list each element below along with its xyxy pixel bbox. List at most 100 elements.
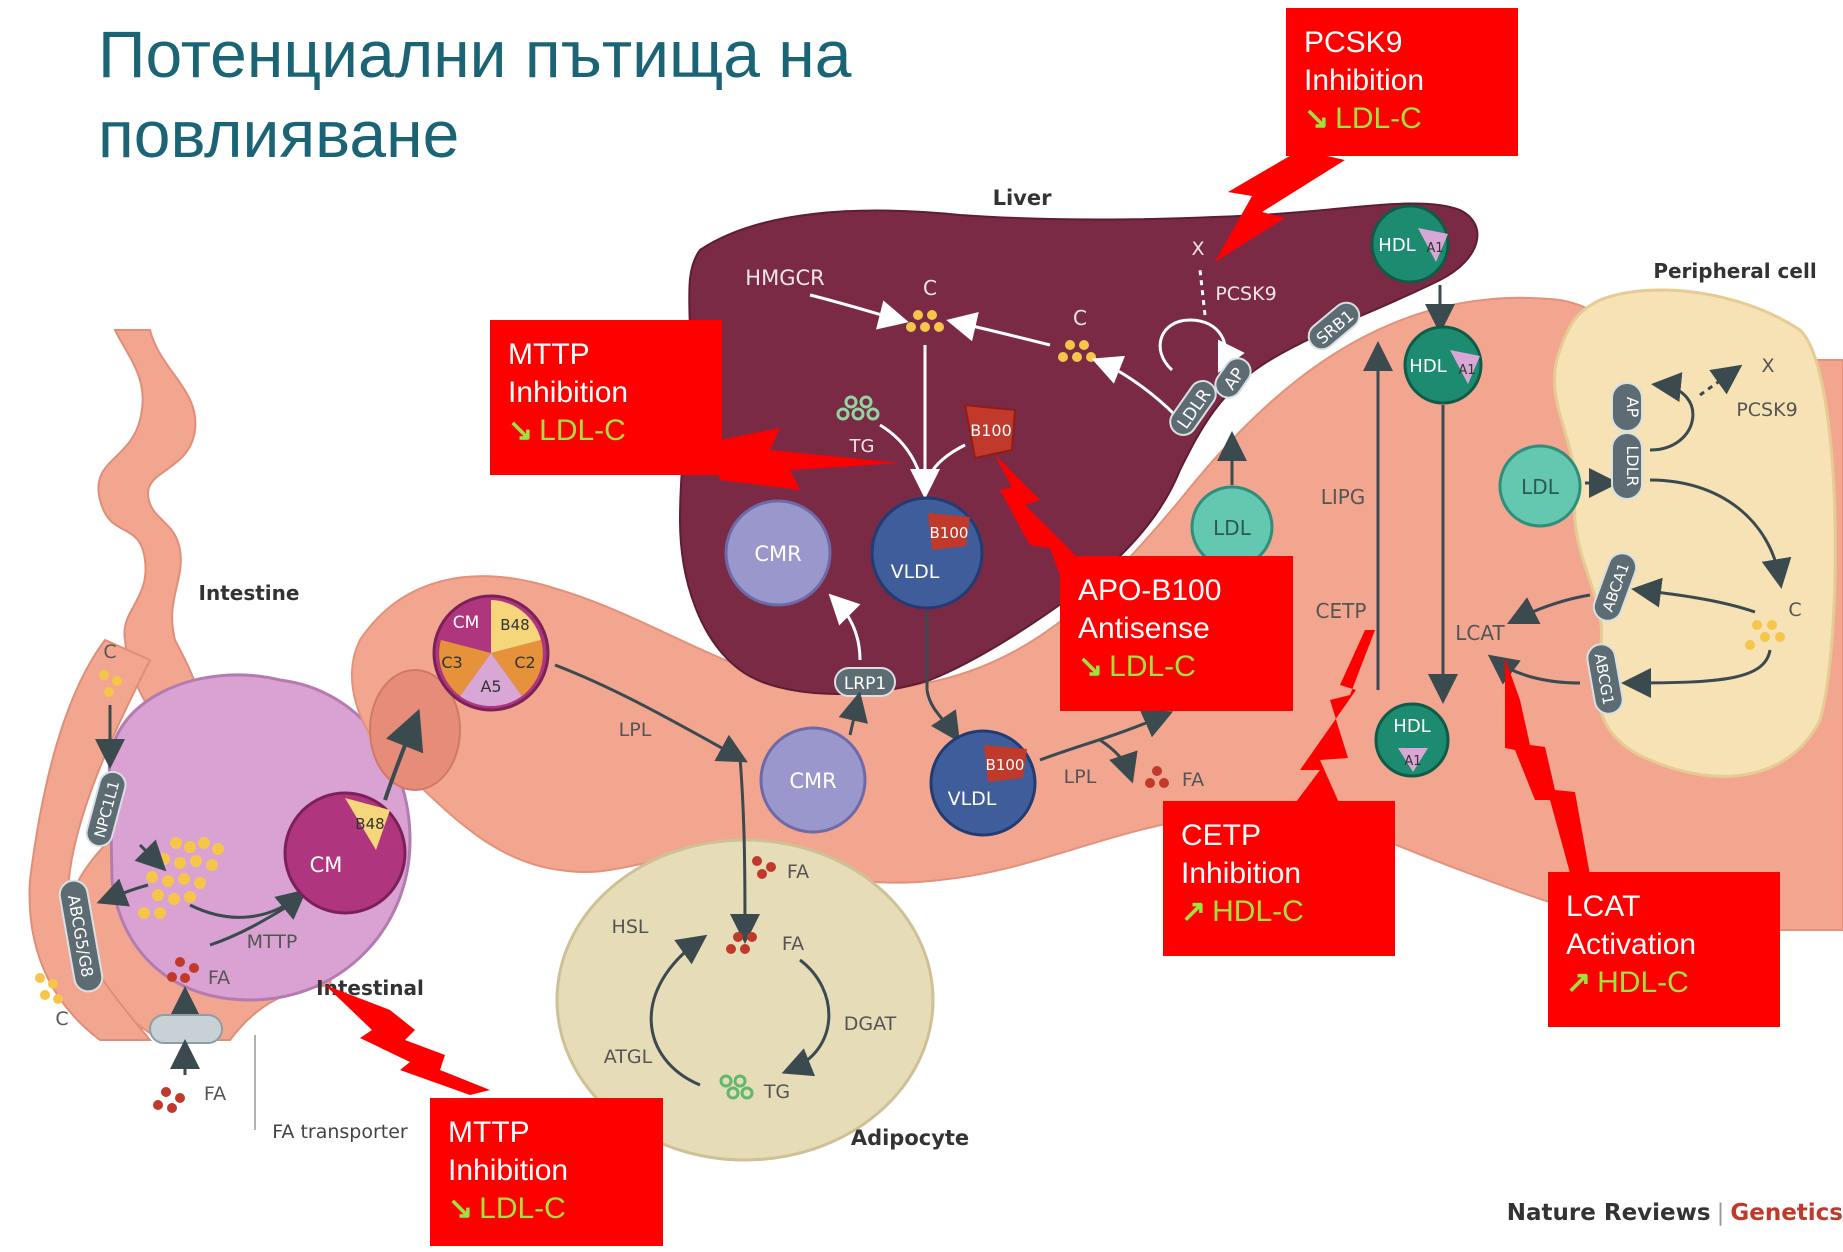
peripheral-cell-label: Peripheral cell (1653, 259, 1816, 283)
lcat-label: LCAT (1455, 621, 1505, 645)
down-arrow-icon: ↘ (1078, 650, 1103, 683)
a1-mid-label: A1 (1458, 363, 1475, 378)
pcsk9-callout: PCSK9 Inhibition ↘LDL-C (1286, 8, 1518, 156)
cmr-liver-label: CMR (754, 542, 801, 566)
liver-c-label-2: C (1073, 306, 1087, 330)
b100-liver-label: B100 (970, 421, 1012, 440)
a1-bottom-label: A1 (1404, 754, 1421, 769)
down-arrow-icon: ↘ (448, 1192, 473, 1225)
mttp-label: MTTP (247, 931, 298, 953)
hsl-label: HSL (612, 916, 649, 938)
a5-apo-label: A5 (480, 677, 501, 696)
hdl-top-label: HDL (1378, 235, 1415, 256)
peripheral-ldlr-label: LDLR (1623, 445, 1642, 486)
apob100-effect-label: LDL-C (1109, 650, 1196, 683)
cm-apo-label: CM (453, 613, 480, 633)
mttp-liver-callout-line1: MTTP (508, 336, 704, 374)
lcat-callout: LCAT Activation ↗HDL-C (1548, 872, 1780, 1027)
vldl-vessel-particle (931, 731, 1035, 835)
vldl-vessel-label: VLDL (948, 788, 997, 810)
intestine-out-c-label: C (55, 1008, 68, 1030)
mttp-intestine-callout: MTTP Inhibition ↘LDL-C (430, 1098, 663, 1246)
mttp-liver-callout-effect: ↘LDL-C (508, 412, 704, 450)
cm-label: CM (310, 853, 343, 877)
lpl-label-1: LPL (619, 719, 652, 741)
intestine-label: Intestine (199, 581, 300, 605)
adipocyte-label: Adipocyte (851, 1126, 969, 1150)
cetp-label: CETP (1316, 599, 1367, 623)
lumen-fa-label: FA (204, 1083, 226, 1105)
cetp-callout-line2: Inhibition (1181, 855, 1377, 893)
mttp-liver-callout: MTTP Inhibition ↘LDL-C (490, 320, 722, 475)
b100-vldl-liver-label: B100 (930, 524, 969, 542)
a1-top-label: A1 (1426, 241, 1443, 256)
hdl-mid-label: HDL (1409, 356, 1446, 377)
peripheral-x-label: X (1761, 355, 1774, 377)
lumen-fa-dots (153, 1087, 185, 1113)
c3-apo-label: C3 (441, 653, 462, 672)
down-arrow-icon: ↘ (508, 414, 533, 447)
lcat-callout-effect: ↗HDL-C (1566, 964, 1762, 1002)
lcat-callout-line1: LCAT (1566, 888, 1762, 926)
apob100-callout: APO-B100 Antisense ↘LDL-C (1060, 556, 1293, 711)
fa-transporter-shape (150, 1015, 222, 1043)
cmr-vessel-label: CMR (789, 769, 836, 793)
mttp-intestine-callout-line1: MTTP (448, 1114, 645, 1152)
b48-apo-label: B48 (500, 616, 529, 634)
fa-transporter-label: FA transporter (272, 1121, 408, 1143)
liver-pcsk9-label: PCSK9 (1215, 283, 1276, 305)
liver-label: Liver (993, 186, 1053, 210)
peripheral-c-label: C (1788, 599, 1801, 621)
credit-section: Genetics (1730, 1200, 1843, 1226)
liver-c-label-1: C (923, 276, 937, 300)
vessel-fa-label: FA (1182, 769, 1204, 791)
liver-tg-label: TG (849, 436, 875, 457)
apob100-callout-line2: Antisense (1078, 610, 1275, 648)
mttp-intestine-callout-line2: Inhibition (448, 1152, 645, 1190)
apob100-callout-effect: ↘LDL-C (1078, 648, 1275, 686)
source-credit: Nature Reviews|Genetics (1507, 1200, 1843, 1226)
cetp-callout: CETP Inhibition ↗HDL-C (1163, 801, 1395, 956)
enterocyte-fa-label: FA (208, 967, 230, 989)
vldl-liver-particle (872, 498, 982, 608)
lcat-callout-line2: Activation (1566, 926, 1762, 964)
peripheral-pcsk9-label: PCSK9 (1736, 399, 1797, 421)
adipocyte-fa-label: FA (782, 933, 804, 955)
mttp-liver-effect-label: LDL-C (539, 414, 626, 447)
mttp-intestine-effect-label: LDL-C (479, 1192, 566, 1225)
up-arrow-icon: ↗ (1566, 966, 1591, 999)
lpl-label-2: LPL (1064, 766, 1097, 788)
hmgcr-label: HMGCR (745, 266, 824, 290)
atgl-label: ATGL (604, 1046, 653, 1068)
adipocyte-fa-top-label: FA (787, 861, 809, 883)
vldl-liver-label: VLDL (891, 561, 940, 583)
liver-x-label: X (1191, 238, 1204, 260)
b100-vldl-vessel-label: B100 (986, 756, 1025, 774)
down-arrow-icon: ↘ (1304, 102, 1329, 135)
credit-journal: Nature Reviews (1507, 1200, 1711, 1226)
mttp-liver-callout-line2: Inhibition (508, 374, 704, 412)
mttp-intestine-bolt (325, 985, 490, 1095)
pcsk9-effect-label: LDL-C (1335, 102, 1422, 135)
cetp-callout-line1: CETP (1181, 817, 1377, 855)
b48-cm-label: B48 (355, 815, 384, 833)
pcsk9-callout-line2: Inhibition (1304, 62, 1500, 100)
intestine-c-label: C (103, 641, 116, 663)
peripheral-ap-label: AP (1623, 397, 1642, 418)
pcsk9-callout-effect: ↘LDL-C (1304, 100, 1500, 138)
up-arrow-icon: ↗ (1181, 895, 1206, 928)
ldl-liver-label: LDL (1213, 516, 1252, 540)
cetp-effect-label: HDL-C (1212, 895, 1304, 928)
page-title: Потенциални пътища на повлияване (98, 14, 998, 174)
credit-separator: | (1717, 1200, 1725, 1226)
c2-apo-label: C2 (514, 653, 535, 672)
mttp-intestine-callout-effect: ↘LDL-C (448, 1190, 645, 1228)
hdl-bottom-label: HDL (1393, 716, 1430, 737)
apob100-callout-line1: APO-B100 (1078, 572, 1275, 610)
cetp-callout-effect: ↗HDL-C (1181, 893, 1377, 931)
lcat-effect-label: HDL-C (1597, 966, 1689, 999)
ldl-peripheral-label: LDL (1521, 475, 1560, 499)
pcsk9-callout-line1: PCSK9 (1304, 24, 1500, 62)
